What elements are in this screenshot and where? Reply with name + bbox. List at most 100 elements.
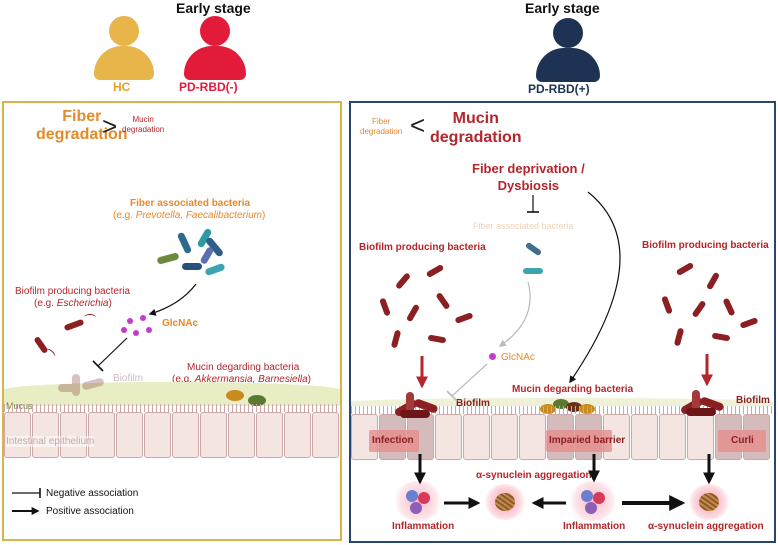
impaired-barrier-label: Imparied barrier	[549, 435, 626, 446]
early-stage-label-left: Early stage	[176, 0, 251, 16]
glcnac-dot	[121, 327, 127, 333]
mucus-layer-left	[4, 382, 340, 406]
aggregate-fibrils	[495, 493, 515, 511]
mucin-degrading-bacteria-examples: (e.g. Akkermansia, Barnesiella)	[172, 374, 311, 385]
epithelial-cell	[687, 414, 714, 460]
left-panel	[2, 101, 342, 541]
epithelial-cell	[116, 412, 143, 458]
faded-fiber-bacterium	[523, 268, 543, 274]
epithelial-cell	[491, 414, 518, 460]
examples-suffix: )	[307, 374, 311, 385]
left-greater-than-sign: >	[102, 111, 118, 141]
mucin-bacterium	[248, 395, 266, 406]
examples-prefix: (e.g.	[172, 374, 195, 385]
biofilm-producing-bacteria-right: Biofilm producing bacteria	[642, 240, 769, 251]
dysbiosis-to-mucin-bacteria-arrow	[569, 191, 621, 384]
inflammation-label-left: Inflammation	[392, 521, 455, 532]
pd-rbd-positive-person-icon	[536, 18, 600, 82]
epithelial-cell	[312, 412, 339, 458]
hc-label: HC	[113, 80, 131, 94]
epithelial-cell	[519, 414, 546, 460]
glcnac-dot	[133, 330, 139, 336]
epithelial-cell	[256, 412, 283, 458]
glcnac-label-right: GlcNAc	[501, 352, 535, 363]
epithelial-cell	[631, 414, 658, 460]
glcnac-dot	[140, 315, 146, 321]
mucin-bacterium	[553, 399, 569, 409]
epithelial-cell	[463, 414, 490, 460]
legend-positive-label: Positive association	[46, 506, 134, 517]
left-fiber-degradation-text: Fiber degradation	[36, 108, 128, 143]
glcnac-dot	[489, 353, 496, 360]
curli-label: Curli	[731, 435, 754, 446]
examples-genera: Akkermansia, Barnesiella	[194, 374, 308, 385]
mucin-degrading-bacteria-title-left: Mucin degarding bacteria	[187, 362, 300, 373]
right-mucin-degradation-text: Mucin degradation	[430, 110, 522, 146]
inflammation-label-mid: Inflammation	[563, 521, 626, 532]
alpha-synuclein-aggregation-mid-label: α-synuclein aggregation	[476, 470, 592, 481]
immune-cell	[593, 492, 605, 504]
epithelial-cell	[144, 412, 171, 458]
epithelial-cell	[435, 414, 462, 460]
right-less-than-sign: <	[410, 110, 426, 140]
biofilm-producing-bacteria-left: Biofilm producing bacteria	[359, 242, 486, 253]
fiber-to-glcnac-arrow	[148, 283, 197, 316]
microvilli-left	[4, 404, 340, 412]
infection-highlight	[369, 430, 419, 452]
impaired-barrier-highlight	[546, 430, 612, 452]
fiber-bacterium	[182, 263, 202, 270]
faded-fiber-associated-bacteria-label: Fiber associated bacteria	[473, 221, 574, 231]
fiber-associated-bacteria-title: Fiber associated bacteria	[130, 198, 251, 209]
examples-genera: Prevotella, Faecalibacterium	[135, 210, 262, 221]
right-fiber-degradation-text: Fiber degradation	[360, 117, 403, 136]
right-panel	[349, 101, 776, 543]
biofilm-label-right-a: Biofilm	[456, 398, 490, 409]
mucin-degrading-bacteria-label-right: Mucin degarding bacteria	[512, 384, 634, 395]
example-prefix: (e.g.	[34, 298, 57, 309]
biofilm-producing-bacteria-title: Biofilm producing bacteria	[15, 286, 131, 297]
epithelial-cell	[284, 412, 311, 458]
immune-cell	[406, 490, 418, 502]
biofilm-cluster-right	[679, 390, 726, 416]
flagellum	[84, 314, 96, 321]
synuclein-aggregate-right	[688, 484, 730, 520]
epithelial-cell	[88, 412, 115, 458]
glcnac-inhibits-biofilm-line	[97, 337, 128, 367]
pd-rbd-positive-label: PD-RBD(+)	[528, 82, 590, 96]
legend-negative-label: Negative association	[46, 488, 139, 499]
alpha-synuclein-aggregation-right-label: α-synuclein aggregation	[648, 521, 764, 532]
infection-label: Infection	[372, 435, 414, 446]
epithelial-cell	[200, 412, 227, 458]
fiber-associated-bacteria-examples: (e.g. Prevotella, Faecalibacterium)	[113, 210, 265, 221]
epithelial-cell	[4, 412, 31, 458]
intestinal-epithelium-label: Intestinal epithelium	[6, 436, 95, 447]
epithelial-cell	[228, 412, 255, 458]
biofilm-bacterium	[686, 408, 716, 416]
mucin-bacterium	[226, 390, 244, 401]
glcnac-inhibits-biofilm-faded-bar	[446, 390, 458, 402]
biofilm-bacterium	[400, 410, 430, 418]
microvilli-right	[351, 406, 774, 414]
immune-cell	[581, 490, 593, 502]
epithelial-cell	[351, 414, 378, 460]
left-mucin-degradation-text: Mucin degradation	[122, 115, 165, 134]
glcnac-dot	[127, 318, 133, 324]
example-suffix: )	[108, 298, 112, 309]
biofilm-label-right-b: Biofilm	[736, 395, 770, 406]
inflammation-cells-mid	[569, 481, 617, 521]
biofilm-bacterium	[58, 384, 80, 392]
early-stage-label-right: Early stage	[525, 0, 600, 16]
hc-person-icon	[94, 16, 154, 80]
example-genus: Escherichia	[56, 298, 109, 309]
biofilm-cluster-left	[393, 392, 440, 418]
pd-rbd-negative-person-icon	[184, 16, 246, 80]
inflammation-cells-left	[394, 481, 442, 521]
epithelial-cell	[172, 412, 199, 458]
immune-cell	[410, 502, 422, 514]
epithelial-cell	[32, 412, 59, 458]
epithelial-cell	[60, 412, 87, 458]
faded-biofilm-left	[58, 370, 108, 398]
faded-fiber-to-glcnac-arrow	[498, 281, 531, 347]
inhibition-bar	[92, 360, 104, 372]
